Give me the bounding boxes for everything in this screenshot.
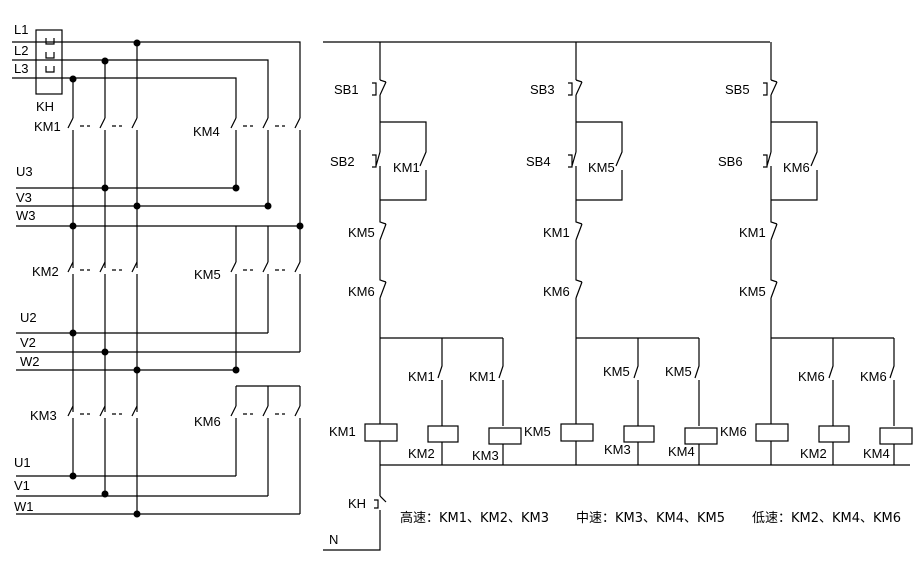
branch-3-aux-coil-2 bbox=[879, 427, 913, 445]
branch-3-start-button bbox=[763, 122, 772, 200]
label-km5-aux-a: KM5 bbox=[603, 364, 630, 379]
label-km4-coil-c: KM4 bbox=[863, 446, 890, 461]
control-circuit bbox=[323, 41, 910, 551]
label-km4-power: KM4 bbox=[193, 124, 220, 139]
label-km2-coil-a: KM2 bbox=[408, 446, 435, 461]
label-km5-coil: KM5 bbox=[524, 424, 551, 439]
label-km3-coil-b: KM3 bbox=[604, 442, 631, 457]
label-km6-hold: KM6 bbox=[783, 160, 810, 175]
label-sb1: SB1 bbox=[334, 82, 359, 97]
km2-main-contacts bbox=[67, 261, 138, 412]
label-km1-interlock-b3: KM1 bbox=[739, 225, 766, 240]
branch-1-aux-coil-2 bbox=[488, 427, 522, 445]
km4-main-contacts bbox=[230, 117, 301, 226]
label-km5-hold: KM5 bbox=[588, 160, 615, 175]
label-w3: W3 bbox=[16, 208, 36, 223]
label-km3-coil-a: KM3 bbox=[472, 448, 499, 463]
label-km2-power: KM2 bbox=[32, 264, 59, 279]
branch-1-aux-coil-1 bbox=[427, 425, 459, 443]
km6-main-contacts bbox=[230, 385, 301, 514]
branch-2-hold-contact bbox=[576, 121, 623, 201]
label-v2: V2 bbox=[20, 335, 36, 350]
branch-1-hold-contact bbox=[380, 121, 427, 201]
label-v1: V1 bbox=[14, 478, 30, 493]
branch-1-interlock-contacts bbox=[379, 200, 387, 338]
label-km1-aux-a: KM1 bbox=[408, 369, 435, 384]
power-circuit bbox=[12, 29, 304, 518]
label-km6-aux-b: KM6 bbox=[860, 369, 887, 384]
branch-3-interlock-contacts bbox=[770, 200, 778, 338]
label-km1-interlock-b2: KM1 bbox=[543, 225, 570, 240]
label-l3: L3 bbox=[14, 61, 28, 76]
label-sb6: SB6 bbox=[718, 154, 743, 169]
branch-2-main-coil bbox=[560, 423, 594, 442]
label-u1: U1 bbox=[14, 455, 31, 470]
branch-3-stop-button bbox=[763, 79, 778, 122]
branch-2-aux-contact-2 bbox=[694, 338, 700, 426]
label-km6-coil: KM6 bbox=[720, 424, 747, 439]
km5-main-contacts bbox=[230, 261, 301, 370]
branch-2-aux-contact-1 bbox=[633, 338, 639, 426]
label-km3-power: KM3 bbox=[30, 408, 57, 423]
label-km5-power: KM5 bbox=[194, 267, 221, 282]
label-kh-power: KH bbox=[36, 99, 54, 114]
branch-2-aux-coil-2 bbox=[684, 427, 718, 445]
branch-1-main-coil bbox=[364, 423, 398, 442]
label-km5-aux-b: KM5 bbox=[665, 364, 692, 379]
label-neutral: N bbox=[329, 532, 338, 547]
label-u3: U3 bbox=[16, 164, 33, 179]
legend-mid-speed: 中速：KM3、KM4、KM5 bbox=[576, 511, 725, 526]
label-km1-hold: KM1 bbox=[393, 160, 420, 175]
label-v3: V3 bbox=[16, 190, 32, 205]
label-km6-interlock-b2: KM6 bbox=[543, 284, 570, 299]
label-w1: W1 bbox=[14, 499, 34, 514]
label-km1-coil: KM1 bbox=[329, 424, 356, 439]
legend-high-speed: 高速：KM1、KM2、KM3 bbox=[400, 510, 549, 526]
branch-2-start-button bbox=[568, 122, 577, 200]
label-kh-control: KH bbox=[348, 496, 366, 511]
branch-1-aux-contact-1 bbox=[437, 338, 443, 426]
control-branches bbox=[364, 42, 913, 465]
branch-2-interlock-contacts bbox=[575, 200, 583, 338]
label-u2: U2 bbox=[20, 310, 37, 325]
branch-3-aux-contact-1 bbox=[828, 338, 834, 426]
label-km1-power: KM1 bbox=[34, 119, 61, 134]
branch-2-stop-button bbox=[568, 79, 583, 122]
label-km6-aux-a: KM6 bbox=[798, 369, 825, 384]
km1-main-contacts bbox=[67, 117, 138, 268]
branch-1-aux-contact-2 bbox=[498, 338, 504, 426]
branch-3-hold-contact bbox=[771, 121, 818, 201]
label-km6-power: KM6 bbox=[194, 414, 221, 429]
branch-3-aux-coil-1 bbox=[818, 425, 850, 443]
km3-main-contacts bbox=[67, 405, 138, 514]
overload-relay-kh bbox=[35, 29, 63, 95]
branch-2-aux-coil-1 bbox=[623, 425, 655, 443]
label-sb5: SB5 bbox=[725, 82, 750, 97]
label-km4-coil-b: KM4 bbox=[668, 444, 695, 459]
label-sb2: SB2 bbox=[330, 154, 355, 169]
branch-1-aux-coil-wires bbox=[441, 442, 504, 465]
branch-1-start-button bbox=[372, 122, 381, 200]
label-km5-interlock-b3: KM5 bbox=[739, 284, 766, 299]
label-km1-aux-b: KM1 bbox=[469, 369, 496, 384]
legend-low-speed: 低速：KM2、KM4、KM6 bbox=[752, 511, 901, 526]
label-sb3: SB3 bbox=[530, 82, 555, 97]
label-w2: W2 bbox=[20, 354, 40, 369]
label-km6-interlock: KM6 bbox=[348, 284, 375, 299]
label-l2: L2 bbox=[14, 43, 28, 58]
branch-3-main-coil bbox=[755, 423, 789, 442]
branch-2-aux-coil-wires bbox=[637, 442, 700, 465]
label-km2-coil-c: KM2 bbox=[800, 446, 827, 461]
branch-3-aux-contact-2 bbox=[889, 338, 895, 426]
label-l1: L1 bbox=[14, 22, 28, 37]
label-km5-interlock: KM5 bbox=[348, 225, 375, 240]
label-sb4: SB4 bbox=[526, 154, 551, 169]
branch-1-stop-button bbox=[372, 79, 387, 122]
branch-3-aux-coil-wires bbox=[832, 442, 895, 465]
